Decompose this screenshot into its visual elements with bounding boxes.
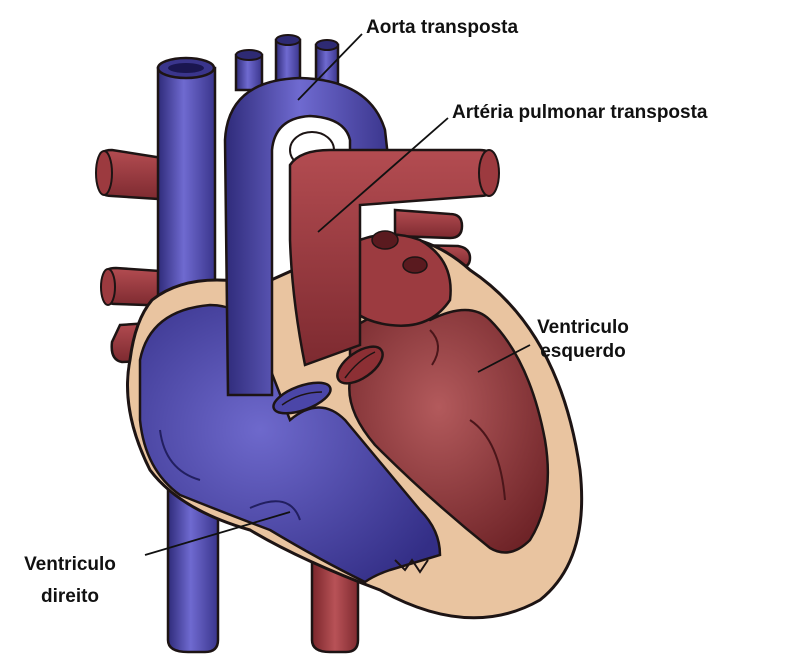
label-arteria-pulmonar-transposta: Artéria pulmonar transposta [452, 101, 708, 125]
label-ventriculo-direito: Ventriculo direito [10, 553, 130, 609]
label-ventriculo-esquerdo-line1: Ventriculo [528, 316, 638, 340]
label-ventriculo-esquerdo: Ventriculo esquerdo [528, 316, 638, 364]
label-ventriculo-direito-line1: Ventriculo [10, 553, 130, 577]
label-aorta-transposta: Aorta transposta [366, 16, 518, 40]
label-ventriculo-esquerdo-line2: esquerdo [528, 340, 638, 364]
label-ventriculo-direito-line2: direito [10, 585, 130, 609]
